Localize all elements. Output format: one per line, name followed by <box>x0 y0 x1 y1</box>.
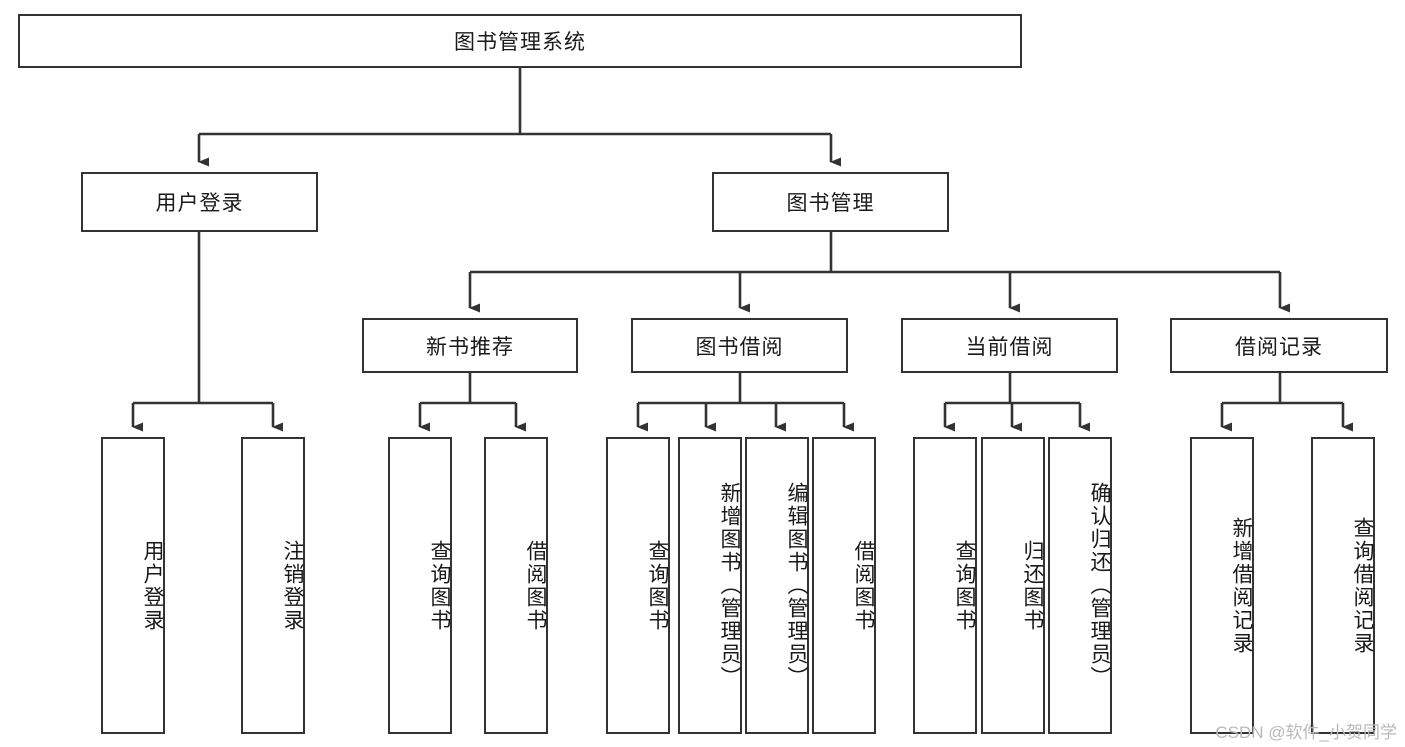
node-book-borrow[interactable]: 图书借阅 <box>631 318 848 373</box>
node-label: 图书管理系统 <box>454 31 586 54</box>
node-label: 图书管理 <box>786 192 875 215</box>
node-leaf-query-book-recommend[interactable]: 查询图书 <box>388 437 452 734</box>
node-leaf-logout[interactable]: 注销登录 <box>241 437 305 734</box>
node-current-borrow[interactable]: 当前借阅 <box>901 318 1118 373</box>
node-label: 新书推荐 <box>426 335 514 359</box>
node-new-book-recommend[interactable]: 新书推荐 <box>362 318 578 373</box>
node-book-management[interactable]: 图书管理 <box>712 172 949 232</box>
node-leaf-add-borrow-record[interactable]: 新增借阅记录 <box>1190 437 1254 734</box>
node-label: 编辑图书（管理员） <box>785 482 808 689</box>
node-label: 确认归还（管理员） <box>1088 482 1111 689</box>
node-leaf-query-book-current[interactable]: 查询图书 <box>913 437 977 734</box>
node-label: 当前借阅 <box>965 335 1054 359</box>
node-label: 注销登录 <box>281 539 304 632</box>
node-label: 查询图书 <box>646 539 669 632</box>
node-leaf-add-book-admin[interactable]: 新增图书（管理员） <box>678 437 742 734</box>
node-leaf-query-book[interactable]: 查询图书 <box>606 437 670 734</box>
node-label: 图书借阅 <box>695 335 784 359</box>
node-label: 查询图书 <box>428 539 451 632</box>
node-leaf-borrow-book-recommend[interactable]: 借阅图书 <box>484 437 548 734</box>
node-label: 查询图书 <box>953 539 976 632</box>
node-label: 借阅图书 <box>852 539 875 632</box>
node-leaf-query-borrow-record[interactable]: 查询借阅记录 <box>1311 437 1375 734</box>
node-label: 归还图书 <box>1021 539 1044 632</box>
node-label: 用户登录 <box>155 192 244 215</box>
node-leaf-confirm-return-admin[interactable]: 确认归还（管理员） <box>1048 437 1112 734</box>
node-label: 借阅记录 <box>1235 335 1323 359</box>
node-root-book-management-system[interactable]: 图书管理系统 <box>18 14 1022 68</box>
node-label: 新增借阅记录 <box>1230 516 1253 655</box>
node-borrow-record[interactable]: 借阅记录 <box>1170 318 1388 373</box>
node-label: 借阅图书 <box>524 539 547 632</box>
node-label: 新增图书（管理员） <box>718 482 741 689</box>
node-label: 用户登录 <box>141 539 164 632</box>
node-leaf-edit-book-admin[interactable]: 编辑图书（管理员） <box>745 437 809 734</box>
node-user-login[interactable]: 用户登录 <box>81 172 318 232</box>
node-leaf-user-login[interactable]: 用户登录 <box>101 437 165 734</box>
node-label: 查询借阅记录 <box>1351 516 1374 655</box>
node-leaf-return-book[interactable]: 归还图书 <box>981 437 1045 734</box>
node-leaf-borrow-book[interactable]: 借阅图书 <box>812 437 876 734</box>
